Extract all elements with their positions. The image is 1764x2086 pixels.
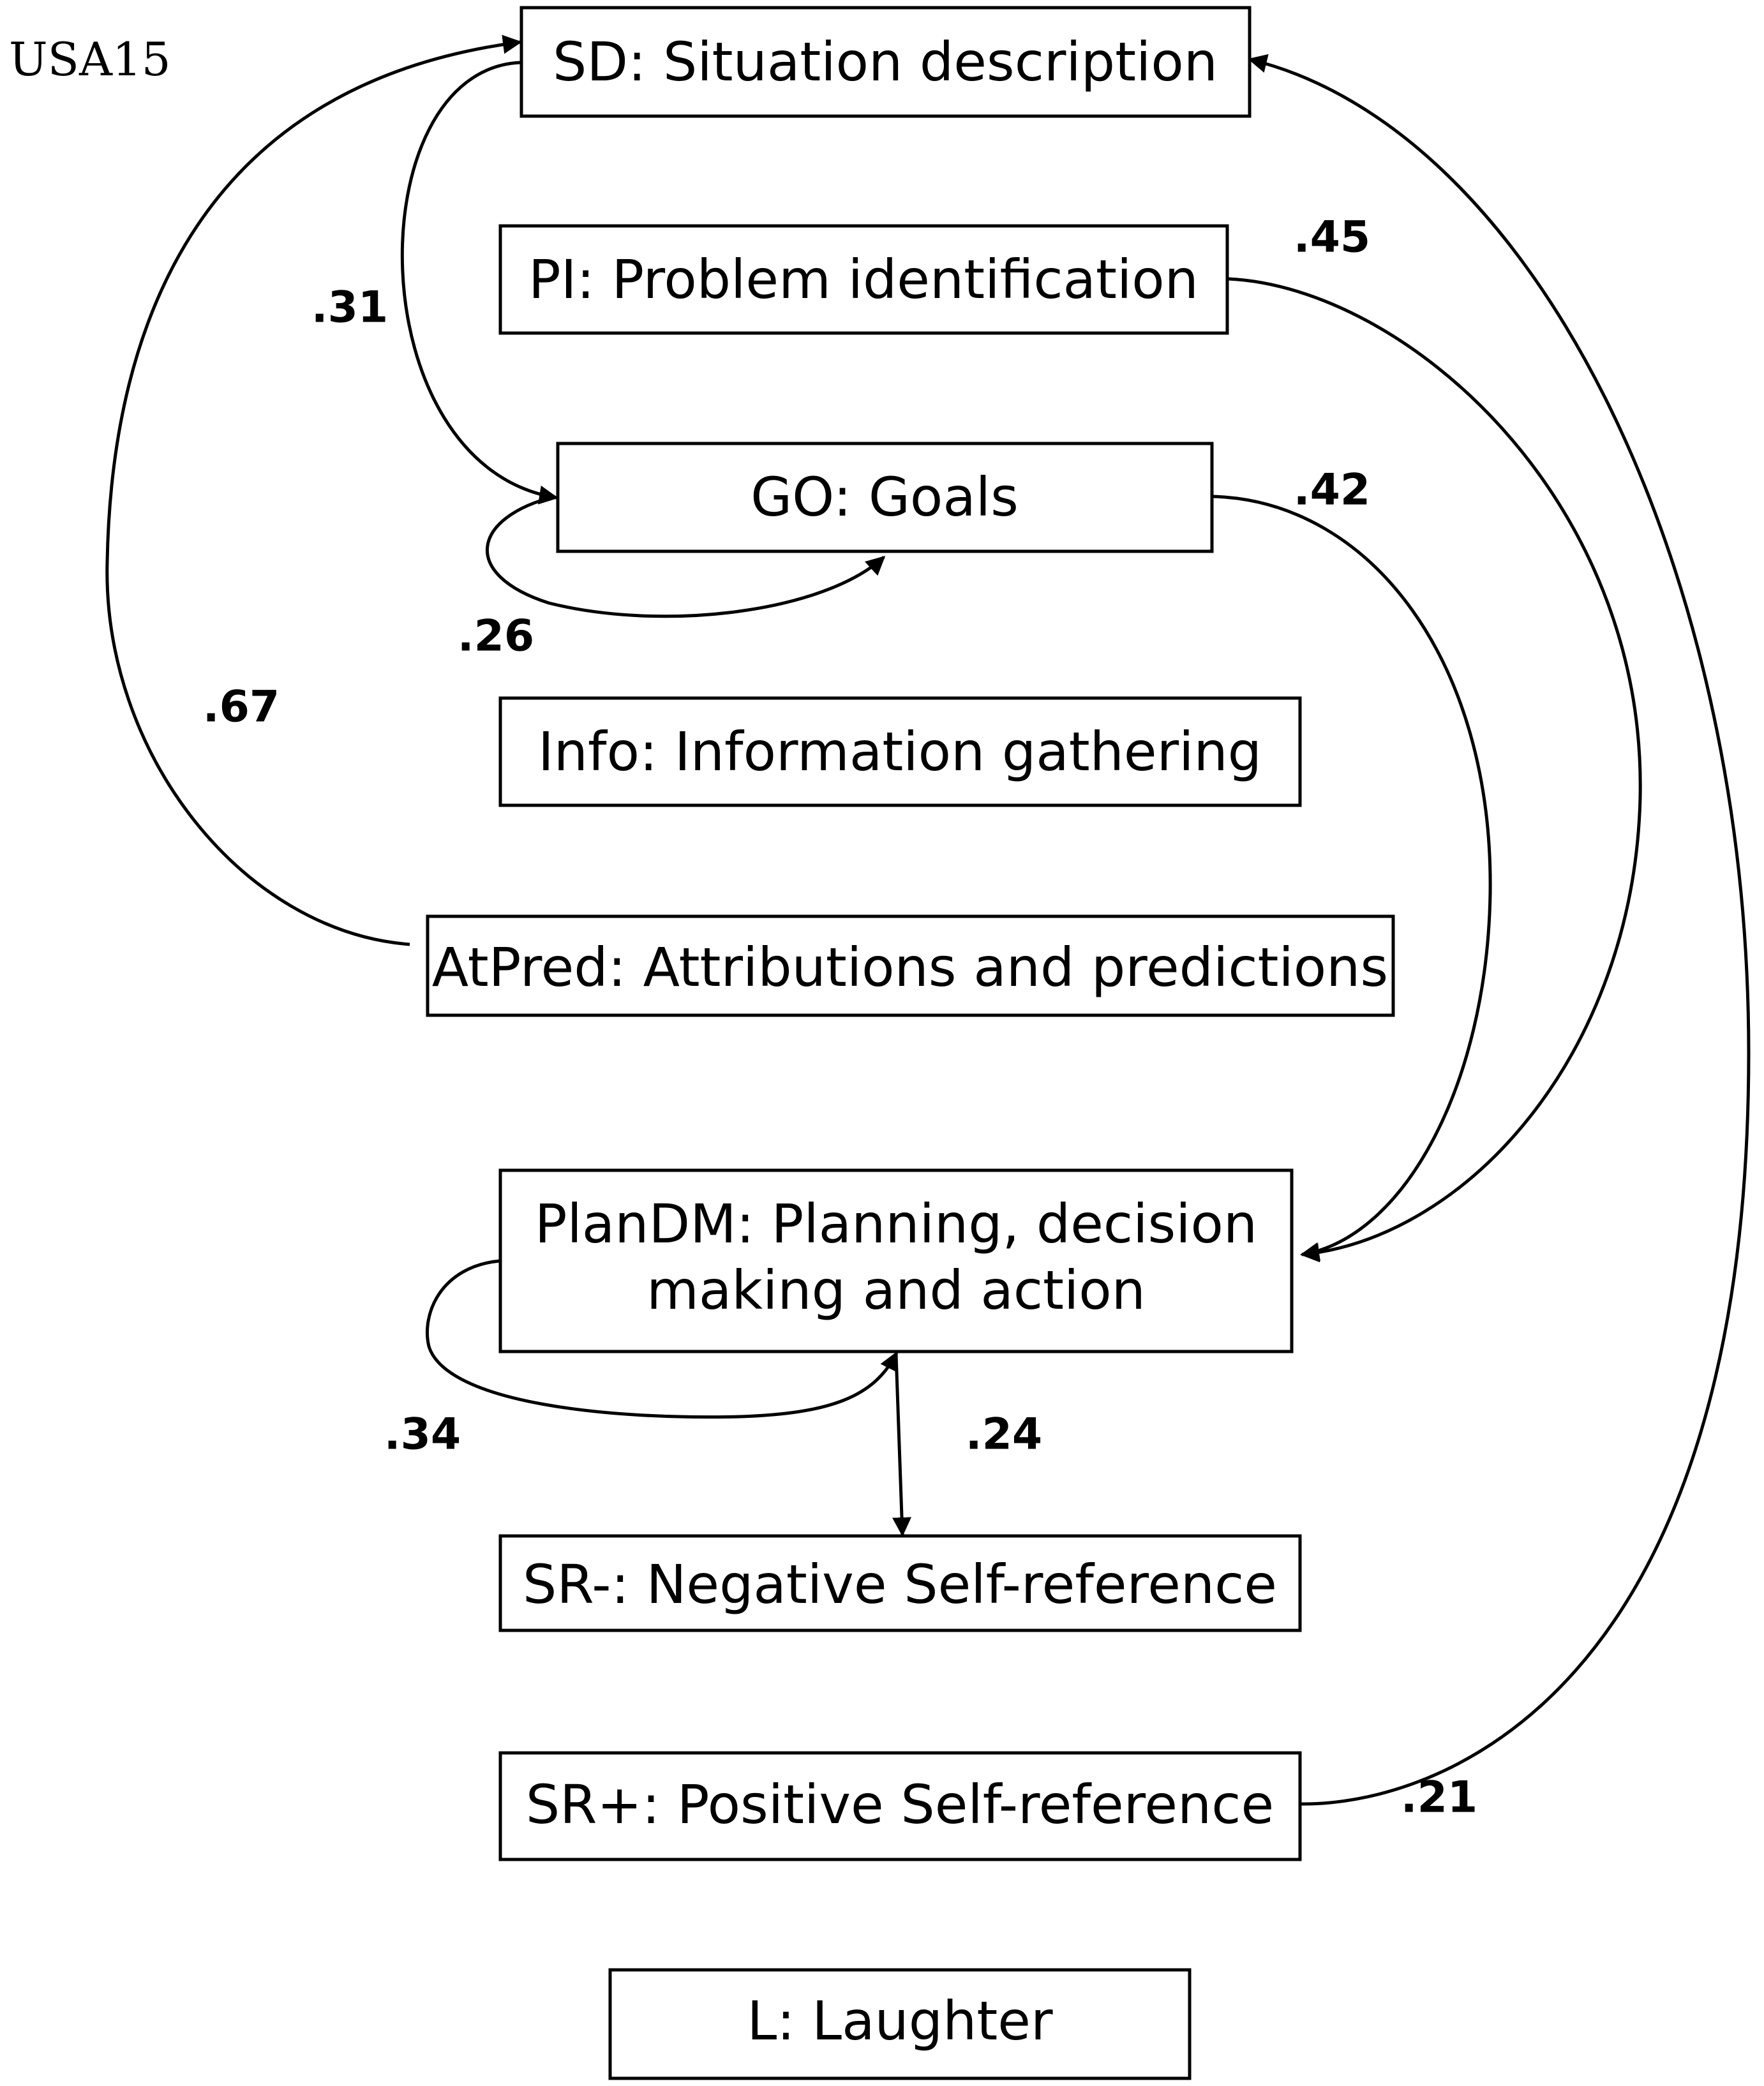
node-sd: SD: Situation description [519, 6, 1252, 118]
node-sd-label: SD: Situation description [553, 31, 1218, 93]
node-plandm-label-line1: PlanDM: Planning, decision [535, 1193, 1257, 1255]
node-go: GO: Goals [556, 442, 1214, 553]
edge-go-self-loop [486, 495, 886, 618]
diagram-id-label: USA15 [9, 33, 171, 86]
edge-plandm-to-srneg [892, 1353, 912, 1537]
node-l-label: L: Laughter [747, 1990, 1052, 2052]
weight-plandm-srneg: .24 [966, 1410, 1042, 1460]
node-srneg-label: SR-: Negative Self-reference [523, 1553, 1277, 1616]
node-go-label: GO: Goals [751, 466, 1019, 528]
node-plandm: PlanDM: Planning, decision making and ac… [498, 1168, 1294, 1353]
node-plandm-label-line2: making and action [647, 1259, 1146, 1322]
node-srpos-label: SR+: Positive Self-reference [526, 1773, 1274, 1836]
edge-go-to-plandm [1212, 495, 1492, 1262]
node-l: L: Laughter [608, 1968, 1192, 2080]
node-pi: PI: Problem identification [498, 224, 1229, 335]
node-info: Info: Information gathering [498, 696, 1302, 807]
edge-pi-to-plandm [1228, 277, 1642, 1263]
node-atpred: AtPred: Attributions and predictions [426, 914, 1395, 1017]
node-pi-label: PI: Problem identification [528, 248, 1199, 311]
node-info-label: Info: Information gathering [538, 720, 1262, 783]
node-atpred-label: AtPred: Attributions and predictions [432, 936, 1388, 999]
weight-go-go: .26 [458, 611, 534, 662]
edge-plandm-self-loop [426, 1259, 899, 1419]
weight-pi-plandm: .45 [1294, 212, 1370, 263]
weight-go-plandm: .42 [1294, 465, 1370, 516]
weight-atpred-sd: .67 [203, 682, 280, 733]
node-srneg: SR-: Negative Self-reference [498, 1534, 1302, 1632]
weight-plandm-plandm: .34 [384, 1410, 461, 1460]
edge-sd-to-go [400, 61, 558, 505]
weight-sd-go: .31 [311, 283, 388, 333]
node-srpos: SR+: Positive Self-reference [498, 1751, 1302, 1861]
edge-srpos-to-sd [1248, 54, 1751, 1806]
weight-srpos-sd: .21 [1401, 1773, 1477, 1823]
edge-atpred-to-sd [105, 34, 522, 946]
